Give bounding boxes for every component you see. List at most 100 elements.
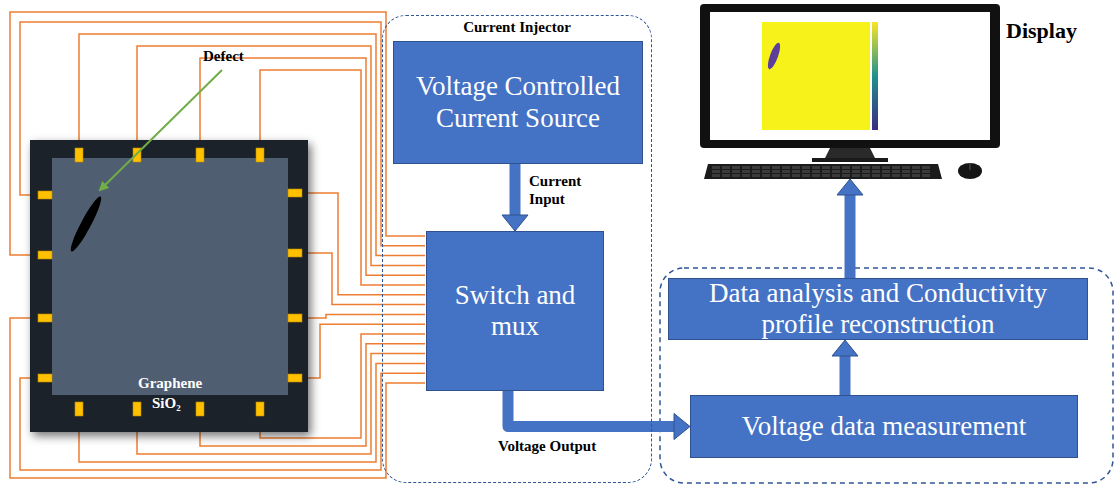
keyboard-key [902, 174, 910, 177]
keyboard-key [732, 170, 740, 173]
keyboard-key [762, 170, 770, 173]
keyboard-key [772, 166, 780, 169]
keyboard-key [712, 166, 720, 169]
keyboard-key [762, 174, 770, 177]
keyboard-key [812, 174, 820, 177]
process-box: Data analysis and Conductivity profile r… [668, 278, 1088, 340]
process-box: Voltage data measurement [690, 395, 1078, 458]
arrow-shaft [840, 355, 851, 395]
electrode-pads [38, 148, 302, 416]
material-label: Graphene [138, 375, 202, 392]
keyboard-key [872, 174, 880, 177]
keyboard-key [882, 166, 890, 169]
keyboard-key [732, 166, 740, 169]
defect-shape [67, 194, 105, 253]
display-heading: Display [1006, 18, 1077, 44]
sio2-substrate [30, 140, 308, 432]
keyboard-key [802, 166, 810, 169]
process-box: Voltage Controlled Current Source [393, 41, 643, 164]
keyboard-key [882, 174, 890, 177]
defect-leader-arrow [100, 70, 222, 190]
callout-label: Defect [203, 48, 244, 65]
graphene-sheet [52, 158, 288, 395]
keyboard-key [822, 166, 830, 169]
group-title: Current Injector [383, 19, 651, 36]
arrow-shaft [508, 391, 675, 427]
processing-group-outline [660, 268, 1113, 483]
keyboard-key [882, 170, 890, 173]
keyboard-key [822, 174, 830, 177]
keyboard-key [752, 170, 760, 173]
block-arrow [837, 179, 863, 278]
display-monitor: Display [700, 4, 1000, 179]
keyboard-key [752, 166, 760, 169]
keyboard-key [812, 166, 820, 169]
keyboard-key [842, 170, 850, 173]
keyboard-key [862, 166, 870, 169]
electrode-wires [10, 12, 425, 478]
keyboard-key [742, 174, 750, 177]
keyboard-key [872, 170, 880, 173]
block-arrow [508, 391, 690, 440]
monitor-illustration [700, 4, 1000, 179]
keyboard-key [722, 170, 730, 173]
keyboard-key [772, 170, 780, 173]
keyboard-key [912, 166, 920, 169]
arrow-head [837, 179, 863, 195]
keyboard-key [722, 166, 730, 169]
box-text: Voltage data measurement [742, 411, 1026, 442]
keyboard-key [832, 166, 840, 169]
dashed-group-box: Current InjectorVoltage Controlled Curre… [382, 15, 652, 483]
keyboard-key [822, 170, 830, 173]
keyboard-key [762, 166, 770, 169]
edge-label: Current Input [527, 172, 613, 208]
keyboard-key [892, 174, 900, 177]
keyboard-key [792, 170, 800, 173]
keyboard-key [862, 174, 870, 177]
keyboard-key [832, 174, 840, 177]
keyboard-key [902, 170, 910, 173]
keyboard-key [902, 166, 910, 169]
keyboard-key [722, 174, 730, 177]
keyboard-key [892, 166, 900, 169]
keyboard-key [792, 174, 800, 177]
keyboard-key [842, 174, 850, 177]
block-arrow [832, 340, 858, 395]
keyboard-key [812, 170, 820, 173]
edge-label: Voltage Output [496, 437, 598, 455]
arrow-head [832, 340, 858, 356]
keyboard-key [912, 174, 920, 177]
block-arrow [502, 164, 528, 231]
keyboard-key [732, 174, 740, 177]
keyboard-key [792, 166, 800, 169]
keyboard-key [782, 174, 790, 177]
electrode-wire [302, 314, 425, 318]
box-text: Voltage Controlled Current Source [402, 71, 634, 133]
electrode-wire [302, 324, 425, 378]
electrode-wire [302, 193, 425, 295]
keyboard-key [922, 166, 930, 169]
keyboard-key [922, 174, 930, 177]
process-box: Switch and mux [426, 231, 604, 391]
keyboard-key [852, 166, 860, 169]
keyboard-key [712, 174, 720, 177]
keyboard-key [752, 174, 760, 177]
box-text: Switch and mux [435, 280, 595, 342]
keyboard-key [872, 166, 880, 169]
keyboard-key [842, 166, 850, 169]
keyboard-key [712, 170, 720, 173]
keyboard-key [922, 170, 930, 173]
box-text: Data analysis and Conductivity profile r… [677, 278, 1079, 340]
arrow-shaft [845, 194, 856, 278]
arrow-head [502, 215, 528, 231]
keyboard-key [782, 170, 790, 173]
keyboard-key [782, 166, 790, 169]
keyboard-key [742, 166, 750, 169]
arrow-shaft [510, 164, 521, 216]
keyboard-key [832, 170, 840, 173]
keyboard-key [892, 170, 900, 173]
arrow-head [674, 414, 690, 440]
keyboard-key [852, 170, 860, 173]
material-label: SiO₂ [152, 395, 181, 412]
keyboard-key [862, 170, 870, 173]
